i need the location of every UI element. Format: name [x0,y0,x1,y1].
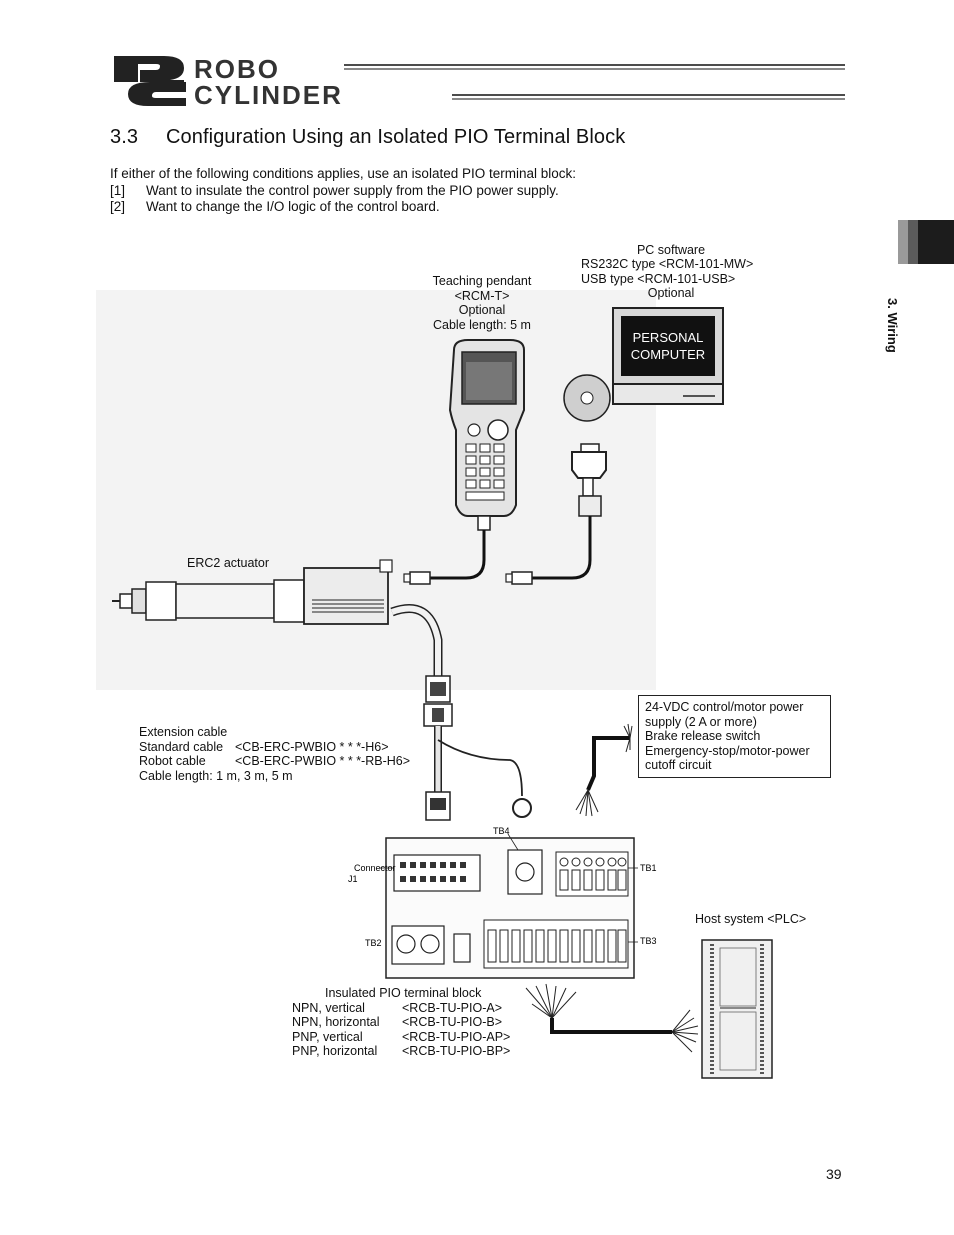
isolated-pio-terminal-block-icon [380,833,638,979]
intro-text: If either of the following conditions ap… [110,166,576,216]
plc-wire-bundle [550,1018,672,1034]
pendant-cable [430,530,486,580]
power-wire-bundle [586,736,630,791]
section-number: 3.3 [110,126,139,148]
pc-screen-text: PERSONAL [633,330,704,345]
teaching-pendant-label: Teaching pendant <RCM-T> Optional Cable … [432,274,532,332]
pc-cable-plug-icon [505,571,533,585]
header-rules [344,64,845,100]
tb2-label: TB2 [365,938,382,948]
side-tab-bar [898,220,908,264]
personal-computer-icon: PERSONAL COMPUTER [612,307,724,405]
pc-software-label: PC software [636,243,706,257]
host-system-label: Host system <PLC> [695,912,807,926]
ground-wire [437,739,523,797]
extension-cable-label: Extension cable Standard cable <CB-ERC-P… [139,725,411,783]
ground-lug-icon [512,798,532,818]
pc-screen-text: COMPUTER [631,347,705,362]
connector-id-label: J1 [348,874,358,884]
intro-item: [1]Want to insulate the control power su… [110,182,559,198]
intro-lead: If either of the following conditions ap… [110,166,577,181]
pc-software-optional: Optional [647,286,695,300]
tb4-label: TB4 [493,826,510,836]
connector-label: Connector [354,863,396,873]
tb1-label: TB1 [640,863,657,873]
diagram-background [96,290,656,690]
cd-rom-icon [563,374,611,422]
extension-cable-table: Standard cable <CB-ERC-PWBIO * * *-H6> R… [139,739,411,769]
actuator-label: ERC2 actuator [187,556,269,570]
logo-line1: ROBO [194,54,280,84]
power-supply-box: 24-VDC control/motor power supply (2 A o… [638,695,831,778]
page-number: 39 [826,1166,842,1182]
extension-cable-end-connector-icon [425,791,451,821]
side-tab-bar [908,220,918,264]
side-tab-bar [918,220,954,264]
pio-block-table: NPN, vertical<RCB-TU-PIO-A> NPN, horizon… [292,1000,511,1059]
tb3-label: TB3 [640,936,657,946]
plc-icon [701,939,773,1079]
logo-line2: CYLINDER [194,80,343,108]
section-heading: 3.3 Configuration Using an Isolated PIO T… [110,126,625,149]
pc-cable [532,516,592,580]
intro-item: [2]Want to change the I/O logic of the c… [110,199,440,214]
erc2-actuator-icon [112,559,393,625]
pendant-cable-plug-icon [403,571,431,585]
pc-cable-connector-icon [571,443,607,517]
power-wire-fanout [575,723,633,817]
robo-cylinder-logo: ROBO CYLINDER [114,54,343,108]
section-title: Configuration Using an Isolated PIO Term… [166,126,626,148]
pio-block-label: Insulated PIO terminal block NPN, vertic… [292,986,511,1059]
extension-cable-connector-icon [423,675,453,727]
pc-software-models: RS232C type <RCM-101-MW> USB type <RCM-1… [581,257,754,286]
teaching-pendant-icon [448,339,525,531]
plc-wire-fanout [525,983,699,1053]
